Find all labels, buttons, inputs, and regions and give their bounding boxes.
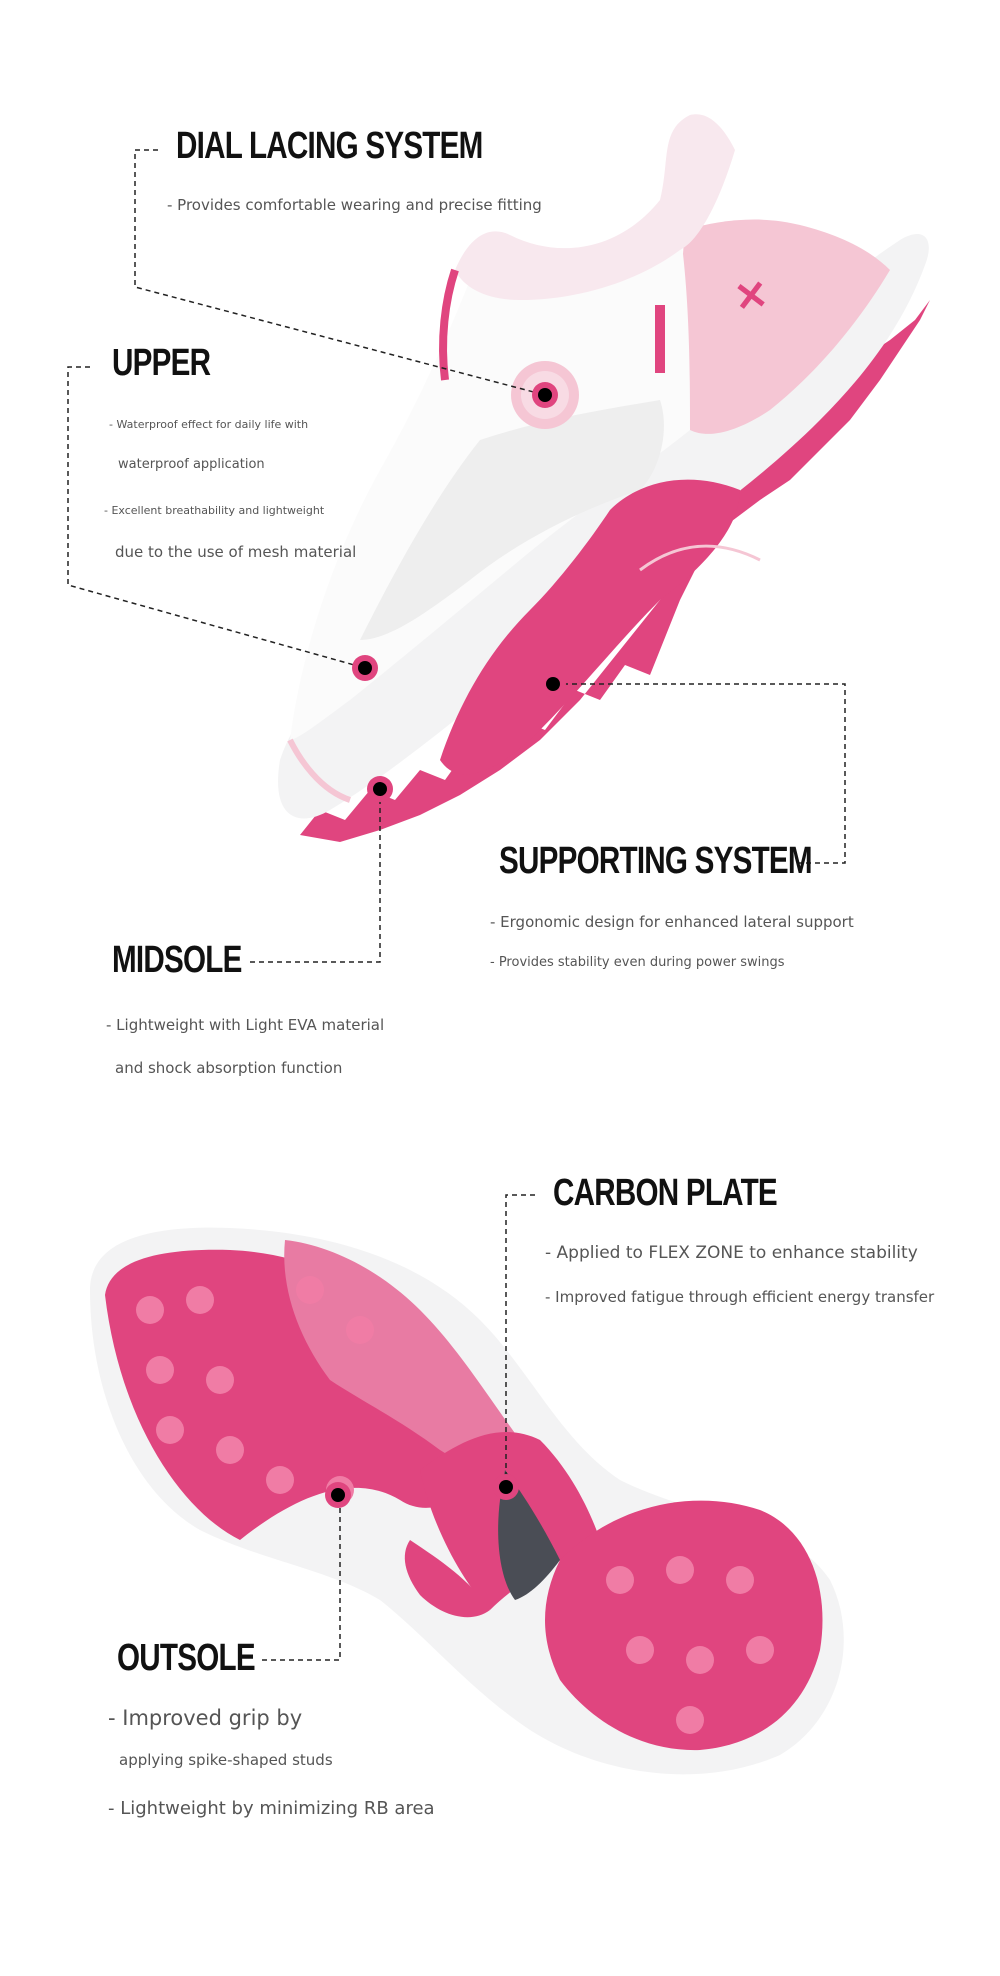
callout-dots xyxy=(325,382,566,1508)
dial-lacing-desc: - Provides comfortable wearing and preci… xyxy=(167,196,542,214)
carbon-desc-line-2: - Improved fatigue through efficient ene… xyxy=(545,1288,935,1306)
upper-desc-line-4: due to the use of mesh material xyxy=(115,543,357,561)
supporting-desc-line-1: - Ergonomic design for enhanced lateral … xyxy=(490,913,854,931)
callout-lines xyxy=(67,149,846,1661)
outsole-desc-line-1: - Improved grip by xyxy=(108,1706,303,1730)
upper-marker-dot xyxy=(352,655,378,681)
outsole-desc-line-3: - Lightweight by minimizing RB area xyxy=(108,1798,435,1819)
dial-marker-dot xyxy=(532,382,558,408)
supporting-callout-line xyxy=(553,683,846,864)
dial-lacing-title: DIAL LACING SYSTEM xyxy=(176,125,483,167)
supporting-title: SUPPORTING SYSTEM xyxy=(499,840,813,882)
carbon-callout-line xyxy=(505,1194,535,1487)
supporting-desc-line-2: - Provides stability even during power s… xyxy=(490,955,785,970)
svg-text:✕: ✕ xyxy=(732,273,771,321)
supporting-marker-dot xyxy=(540,671,566,697)
carbon-title: CARBON PLATE xyxy=(553,1172,778,1214)
dial-callout-line xyxy=(134,149,546,396)
upper-title: UPPER xyxy=(112,342,211,384)
outsole-marker-dot xyxy=(325,1482,351,1508)
outsole-desc-line-2: applying spike-shaped studs xyxy=(119,1751,333,1769)
shoe-outsole-image xyxy=(90,1227,844,1775)
upper-desc-line-3: - Excellent breathability and lightweigh… xyxy=(104,504,325,517)
midsole-desc-line-1: - Lightweight with Light EVA material xyxy=(106,1016,385,1034)
midsole-title: MIDSOLE xyxy=(112,939,242,981)
shoe-side-view-image: ✕ xyxy=(278,114,930,842)
upper-callout-line xyxy=(67,366,366,669)
outsole-title: OUTSOLE xyxy=(117,1637,256,1679)
upper-desc-line-2: waterproof application xyxy=(118,457,265,472)
upper-desc-line-1: - Waterproof effect for daily life with xyxy=(109,418,309,431)
midsole-desc-line-2: and shock absorption function xyxy=(115,1059,343,1077)
carbon-marker-dot xyxy=(493,1474,519,1500)
midsole-marker-dot xyxy=(367,776,393,802)
midsole-callout-line xyxy=(250,789,381,963)
carbon-desc-line-1: - Applied to FLEX ZONE to enhance stabil… xyxy=(545,1243,918,1263)
